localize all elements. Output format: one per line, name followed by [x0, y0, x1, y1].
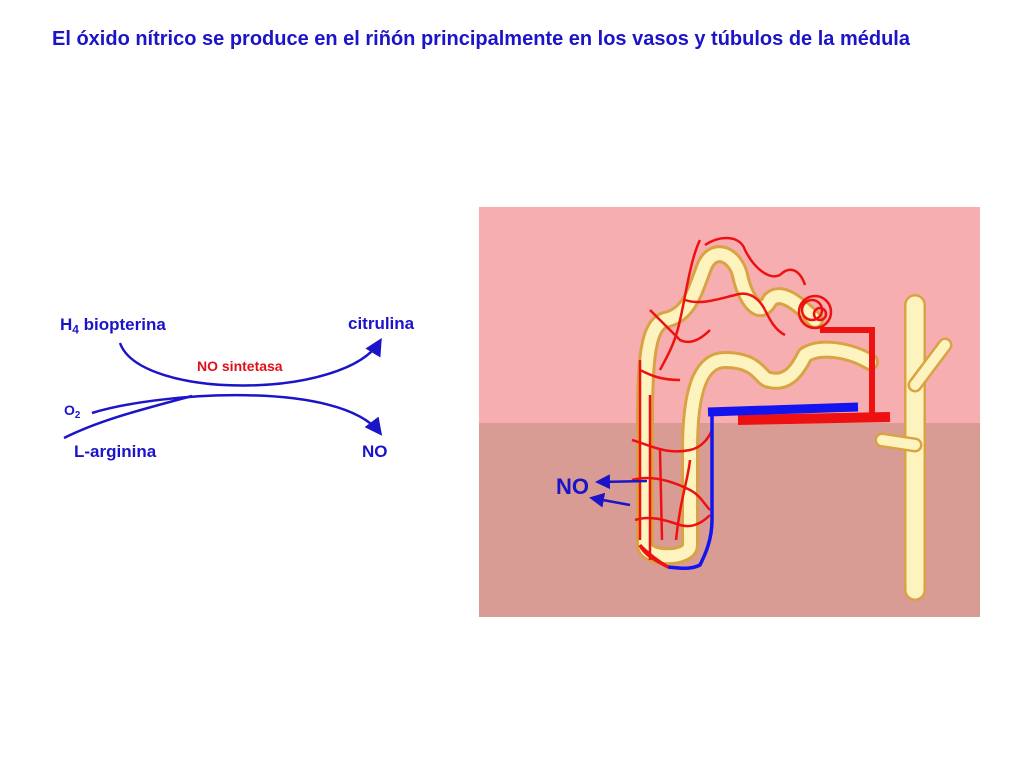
- no-release-arrow-lower: [589, 492, 631, 508]
- o2-label: O2: [64, 402, 81, 421]
- no-product-label: NO: [362, 442, 388, 461]
- arcuate-artery: [737, 412, 891, 425]
- arginina-to-no-arrow: [91, 393, 383, 436]
- no-release-arrow-upper: [595, 474, 648, 490]
- vasa-recta-vein: [667, 412, 714, 570]
- nephron-tubule: [636, 245, 879, 566]
- afferent-arteriole: [820, 327, 875, 415]
- o2-arrow: [63, 394, 193, 440]
- l-arginina-label: L-arginina: [74, 442, 157, 461]
- glomerulus: [797, 294, 833, 330]
- cortex-region: [479, 207, 980, 423]
- vasa-recta-artery-bottom: [638, 544, 669, 569]
- h4-biopterina-label: H4 biopterina: [60, 315, 166, 337]
- enzyme-label: NO sintetasa: [197, 358, 283, 374]
- kidney-no-label: NO: [556, 474, 589, 499]
- medulla-region: [479, 423, 980, 617]
- biopterina-to-citrulina-arrow: [118, 337, 382, 387]
- slide-title: El óxido nítrico se produce en el riñón …: [52, 28, 910, 50]
- arcuate-vein: [707, 402, 859, 417]
- collecting-duct: [874, 294, 953, 601]
- citrulina-label: citrulina: [348, 314, 415, 333]
- peritubular-capillaries: [631, 236, 807, 570]
